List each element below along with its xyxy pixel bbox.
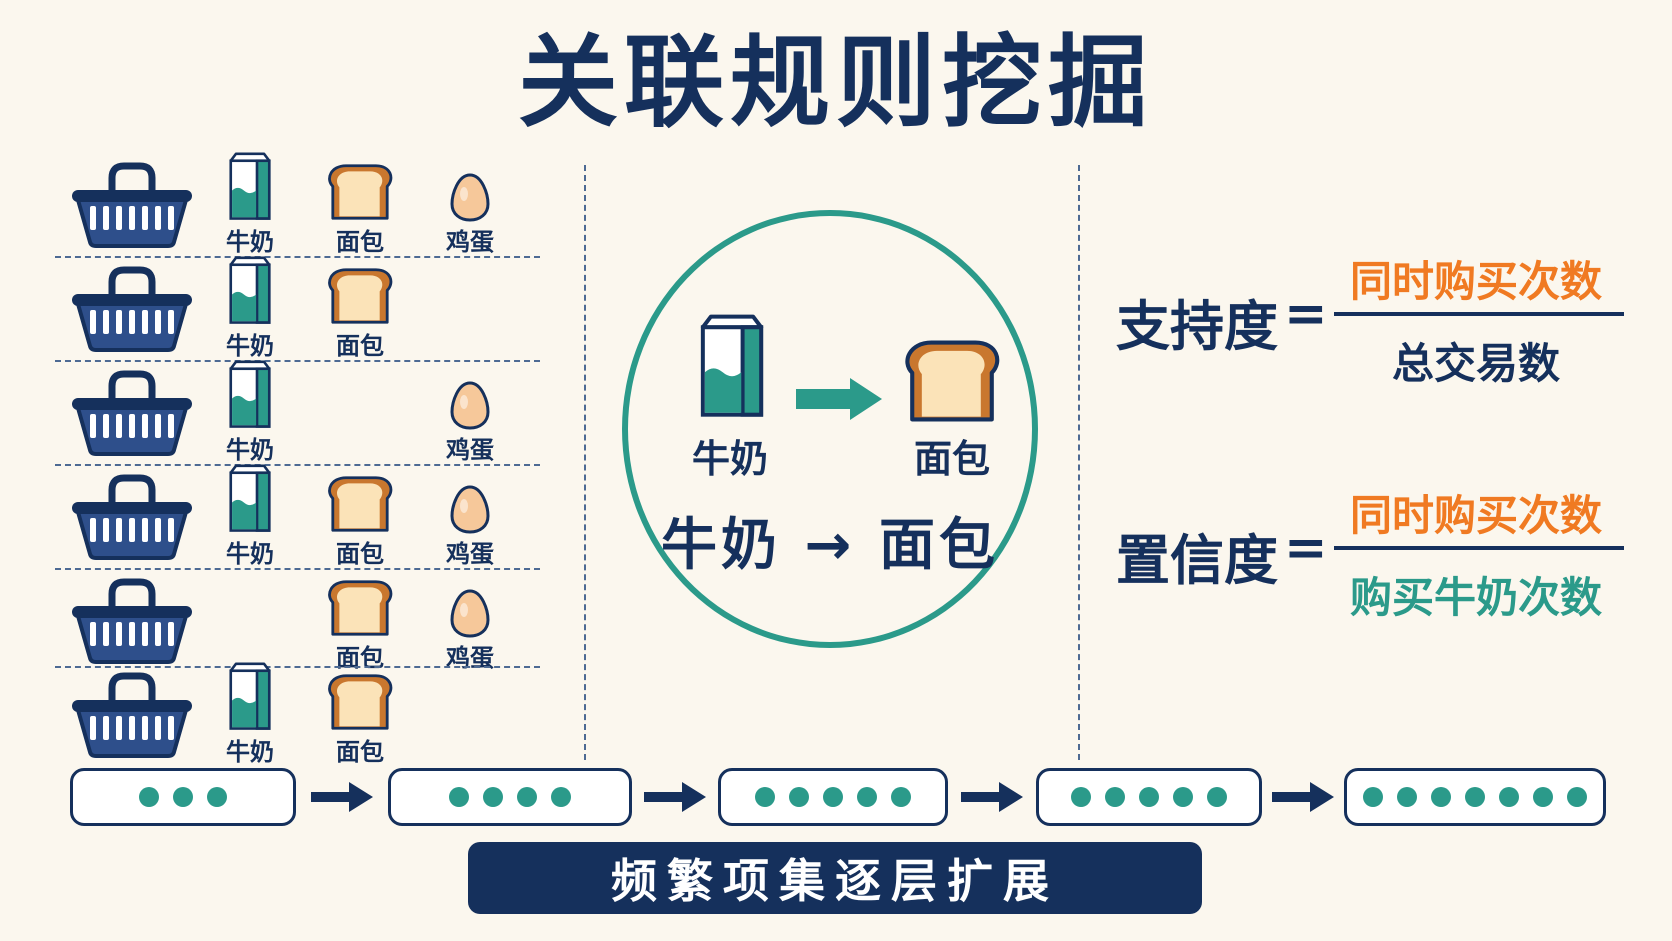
item-dot [823,787,843,807]
bread-label: 面包 [336,332,384,360]
item-dot [1139,787,1159,807]
row-divider [55,256,540,258]
milk-icon [223,662,277,736]
basket-icon [68,160,196,252]
item-dot [1465,787,1485,807]
bread-icon [327,672,393,736]
rule-circle [622,210,1038,648]
milk-icon [223,152,277,226]
item-dot [207,787,227,807]
item-dot [139,787,159,807]
egg-icon [450,588,490,642]
egg-icon [450,484,490,538]
milk-icon [223,256,277,330]
milk-label: 牛奶 [226,332,274,360]
item-dot [551,787,571,807]
bread-icon [327,474,393,538]
bread-label: 面包 [336,738,384,766]
basket-icon [68,368,196,460]
item-dot [857,787,877,807]
milk-icon [223,464,277,538]
milk-label: 牛奶 [226,540,274,568]
bread-icon [327,162,393,226]
milk-label: 牛奶 [226,228,274,256]
rule-milk-label: 牛奶 [692,437,769,481]
confidence-label: 置信度 [1116,529,1278,592]
section-divider-right [1078,165,1080,760]
item-dot [1105,787,1125,807]
section-divider-left [584,165,586,760]
banner: 频繁项集逐层扩展 [468,842,1202,914]
step-arrow-icon [959,780,1025,818]
itemset-step [718,768,948,826]
row-divider [55,666,540,668]
step-arrow-icon [309,780,375,818]
row-divider [55,360,540,362]
item-dot [891,787,911,807]
item-dot [1567,787,1587,807]
rule-bread-label: 面包 [914,437,991,481]
item-dot [173,787,193,807]
item-dot [1363,787,1383,807]
milk-label: 牛奶 [226,738,274,766]
support-fraction-bar [1334,312,1624,316]
rule-milk-icon [692,314,772,424]
milk-label: 牛奶 [226,436,274,464]
rule-text: 牛奶 → 面包 [661,513,999,578]
item-dot [1397,787,1417,807]
rule-bread-icon [904,336,1000,430]
item-dot [1173,787,1193,807]
confidence-fraction-bar [1334,546,1624,550]
egg-icon [450,172,490,226]
item-dot [449,787,469,807]
bread-label: 面包 [336,228,384,256]
basket-icon [68,264,196,356]
bread-icon [327,578,393,642]
egg-label: 鸡蛋 [446,540,494,568]
basket-icon [68,576,196,668]
page-title: 关联规则挖掘 [518,24,1154,141]
support-denominator: 总交易数 [1391,339,1560,388]
confidence-equals: = [1284,518,1328,578]
itemset-step [388,768,632,826]
step-arrow-icon [642,780,708,818]
egg-label: 鸡蛋 [446,436,494,464]
row-divider [55,464,540,466]
row-divider [55,568,540,570]
itemset-step [70,768,296,826]
basket-icon [68,472,196,564]
item-dot [789,787,809,807]
itemset-step [1036,768,1262,826]
item-dot [517,787,537,807]
bread-icon [327,266,393,330]
support-numerator: 同时购买次数 [1349,257,1602,306]
basket-icon [68,670,196,762]
egg-icon [450,380,490,434]
rule-arrow-icon [794,376,884,426]
item-dot [483,787,503,807]
item-dot [1431,787,1451,807]
milk-icon [223,360,277,434]
confidence-denominator: 购买牛奶次数 [1349,573,1602,622]
support-equals: = [1284,284,1328,344]
egg-label: 鸡蛋 [446,228,494,256]
item-dot [1071,787,1091,807]
itemset-step [1344,768,1606,826]
support-label: 支持度 [1116,295,1278,358]
confidence-numerator: 同时购买次数 [1349,491,1602,540]
item-dot [755,787,775,807]
item-dot [1499,787,1519,807]
item-dot [1533,787,1553,807]
step-arrow-icon [1270,780,1336,818]
item-dot [1207,787,1227,807]
bread-label: 面包 [336,540,384,568]
